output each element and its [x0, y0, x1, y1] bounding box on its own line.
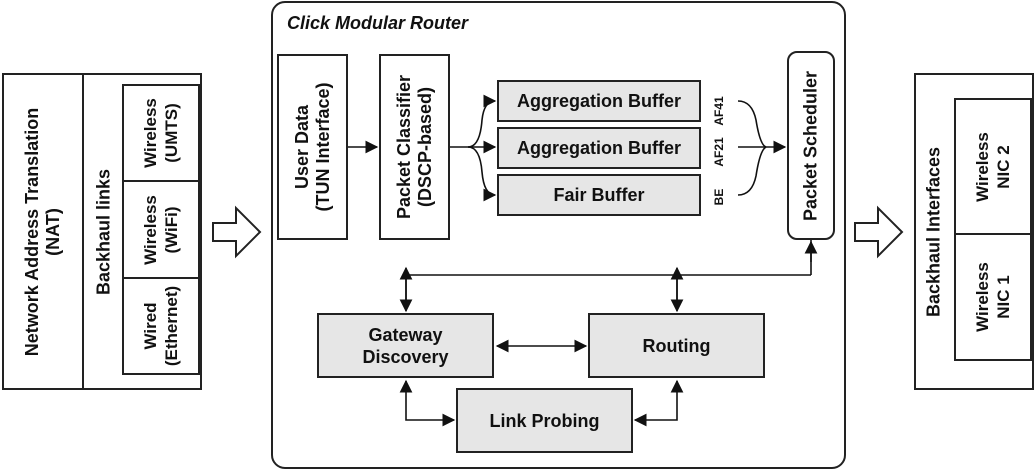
- gateway-discovery-label: Gateway Discovery: [362, 324, 449, 367]
- tag-be: BE: [712, 188, 726, 206]
- wireless-umts-label: Wireless (UMTS): [141, 98, 181, 168]
- aggregation-buffer-af41-label: Aggregation Buffer: [517, 91, 681, 111]
- packet-scheduler-label: Packet Scheduler: [800, 70, 821, 221]
- wired-ethernet-box: Wired (Ethernet): [122, 277, 200, 375]
- wireless-wifi-box: Wireless (WiFi): [122, 180, 200, 279]
- router-title: Click Modular Router: [287, 13, 469, 33]
- aggregation-buffer-af21: Aggregation Buffer: [497, 127, 701, 169]
- nat-label: Network Address Translation (NAT): [22, 107, 63, 356]
- nat-box: Network Address Translation (NAT): [2, 73, 84, 390]
- aggregation-buffer-af21-label: Aggregation Buffer: [517, 138, 681, 158]
- fair-buffer: Fair Buffer: [497, 174, 701, 216]
- wireless-wifi-label: Wireless (WiFi): [141, 194, 181, 265]
- wireless-nic1-label: Wireless NIC 1: [973, 262, 1013, 332]
- backhaul-interfaces-title: Backhaul Interfaces: [923, 146, 944, 317]
- wireless-nic1-box: Wireless NIC 1: [954, 233, 1032, 361]
- packet-classifier-box: Packet Classifier (DSCP-based): [379, 54, 450, 240]
- block-arrow-left: [212, 205, 262, 259]
- wireless-umts-box: Wireless (UMTS): [122, 84, 200, 182]
- wireless-nic2-label: Wireless NIC 2: [973, 131, 1013, 202]
- link-probing-box: Link Probing: [456, 388, 633, 453]
- routing-box: Routing: [588, 313, 765, 378]
- link-probing-label: Link Probing: [489, 410, 600, 431]
- wired-ethernet-label: Wired (Ethernet): [141, 285, 181, 367]
- routing-label: Routing: [642, 335, 711, 356]
- block-arrow-right: [854, 205, 904, 259]
- backhaul-links-title: Backhaul links: [93, 168, 114, 295]
- tag-af41: AF41: [712, 96, 726, 126]
- user-data-box: User Data (TUN Interface): [277, 54, 348, 240]
- tag-af21: AF21: [712, 137, 726, 167]
- packet-classifier-label: Packet Classifier (DSCP-based): [393, 74, 435, 220]
- aggregation-buffer-af41: Aggregation Buffer: [497, 80, 701, 122]
- gateway-discovery-box: Gateway Discovery: [317, 313, 494, 378]
- packet-scheduler-box: Packet Scheduler: [787, 51, 835, 240]
- user-data-label: User Data (TUN Interface): [291, 82, 333, 212]
- wireless-nic2-box: Wireless NIC 2: [954, 98, 1032, 235]
- fair-buffer-label: Fair Buffer: [553, 185, 645, 205]
